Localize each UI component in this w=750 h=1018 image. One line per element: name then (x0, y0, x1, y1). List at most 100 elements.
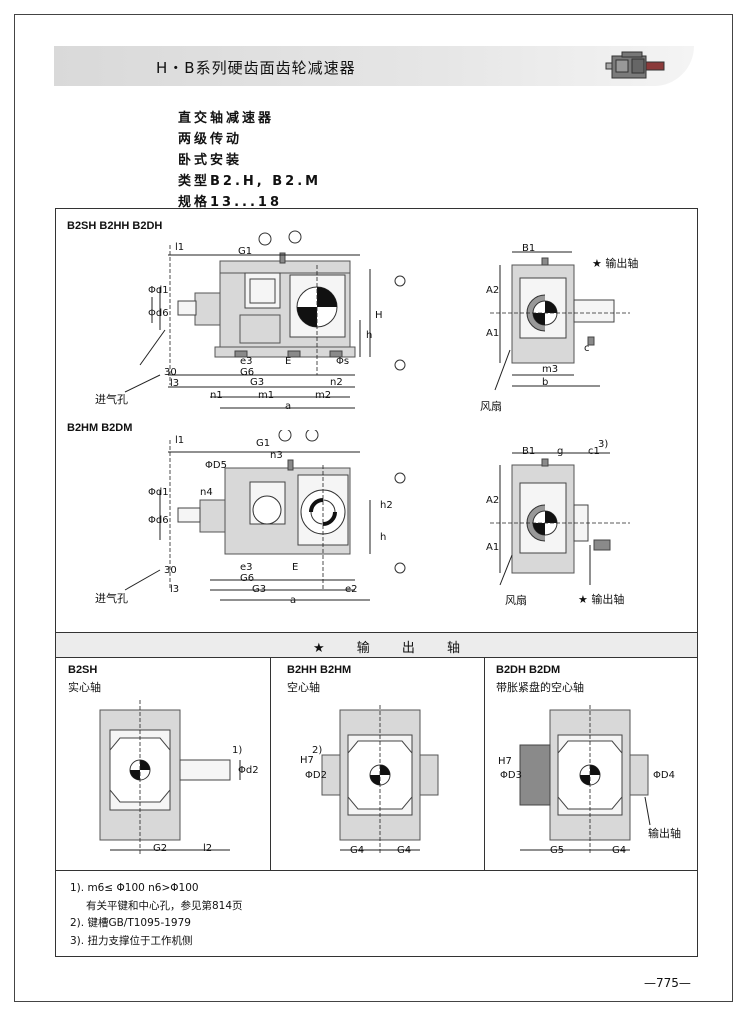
section-label-top: B2SH B2HH B2DH (67, 220, 163, 232)
dim-E-mid: E (292, 562, 299, 573)
output-solid-shaft-drawing (99, 700, 241, 855)
intro-block: 直交轴减速器 两级传动 卧式安装 类型B2.H, B2.M 规格13...18 (178, 108, 321, 213)
dim-D2: ΦD2 (305, 770, 327, 781)
dim-G3-mid: G3 (252, 584, 267, 595)
dim-G5: G5 (550, 845, 565, 856)
output-col3-label: B2DH B2DM (496, 664, 561, 676)
dim-c-top: c (584, 343, 590, 354)
dim-l1-top: l1 (175, 242, 185, 253)
output-divider-top (56, 632, 697, 633)
dim-d6-top: Φd6 (148, 308, 169, 319)
intro-line-size: 规格13...18 (178, 195, 282, 210)
dim-E-top: E (285, 356, 292, 367)
dim-m1-top: m1 (258, 390, 275, 401)
output-shaft-label-col3: 输出轴 (648, 827, 681, 840)
notes-block: 1). m6≤ Φ100 n6>Φ100 有关平键和中心孔，参见第814页 2)… (70, 880, 243, 950)
dim-d2: Φd2 (238, 765, 259, 776)
dim-B1-mid: B1 (522, 446, 536, 457)
output-col-divider-2 (484, 657, 485, 870)
dim-c1-mid: c1 (588, 446, 600, 457)
fan-label-top: 风扇 (480, 400, 502, 413)
page-title: H・B系列硬齿面齿轮减速器 (156, 59, 356, 77)
dim-h2-mid: h2 (380, 500, 393, 511)
dim-e3-top: e3 (240, 356, 253, 367)
dim-A1-top: A1 (486, 328, 500, 339)
dim-A2-mid: A2 (486, 495, 500, 506)
output-section-bar (56, 633, 697, 657)
dim-n4-mid: n4 (200, 487, 213, 498)
drawing-frame (55, 208, 698, 957)
dim-s-top: Φs (336, 356, 350, 367)
dim-G4-left: G4 (350, 845, 365, 856)
output-col3-sub: 带胀紧盘的空心轴 (496, 681, 584, 694)
dim-h-mid: h (380, 532, 387, 543)
dim-H-top: H (375, 310, 383, 321)
dim-G3-top: G3 (250, 377, 265, 388)
dim-m3-top: m3 (542, 364, 559, 375)
header-band (54, 46, 694, 86)
dim-H7-col3: H7 (498, 756, 512, 767)
notes-divider (56, 870, 697, 871)
dim-sup1-out: 1) (232, 745, 243, 756)
dim-l3-top: l3 (170, 378, 180, 389)
dim-n1-top: n1 (210, 390, 223, 401)
note-2: 2). 键槽GB/T1095-1979 (70, 917, 191, 929)
dim-G6-mid: G6 (240, 573, 255, 584)
dim-A2-top: A2 (486, 285, 500, 296)
dim-l2: l2 (203, 843, 213, 854)
dim-A1-mid: A1 (486, 542, 500, 553)
note-1: 1). m6≤ Φ100 n6>Φ100 (70, 882, 199, 894)
mid-side-view-drawing (490, 452, 630, 586)
intro-line-type: 直交轴减速器 (178, 111, 275, 126)
intro-line-mount: 卧式安装 (178, 153, 243, 168)
dim-B1-top: B1 (522, 243, 536, 254)
dim-G2: G2 (153, 843, 168, 854)
output-section-title: ★ 输 出 轴 (313, 641, 475, 656)
dim-30-top: 30 (164, 367, 177, 378)
dim-m2-top: m2 (315, 390, 332, 401)
dim-G4-right: G4 (397, 845, 412, 856)
dim-b-top: b (542, 377, 549, 388)
dim-sup2: 2) (312, 745, 323, 756)
dim-D5-mid: ΦD5 (205, 460, 227, 471)
output-col2-sub: 空心轴 (287, 681, 320, 694)
dim-e2-mid: e2 (345, 584, 358, 595)
dim-l3-mid: l3 (170, 584, 180, 595)
dim-d1-top: Φd1 (148, 285, 169, 296)
dim-30-mid: 30 (164, 565, 177, 576)
dim-D4: ΦD4 (653, 770, 675, 781)
gear-reducer-thumbnail-icon (605, 51, 665, 79)
output-divider-bottom (56, 657, 697, 658)
air-hole-label-mid: 进气孔 (95, 592, 128, 605)
top-side-view-drawing (490, 251, 630, 391)
output-col1-sub: 实心轴 (68, 681, 101, 694)
dim-d6-mid: Φd6 (148, 515, 169, 526)
intro-line-model: 类型B2.H, B2.M (178, 174, 322, 189)
dim-g-mid: g (557, 446, 564, 457)
dim-G1-top: G1 (238, 246, 253, 257)
output-shrink-disc-drawing (519, 705, 651, 855)
dim-G1-mid: G1 (256, 438, 271, 449)
dim-H7-col2: H7 (300, 755, 314, 766)
dim-d1-mid: Φd1 (148, 487, 169, 498)
output-shaft-note-top: ★ 输出轴 (592, 257, 639, 270)
note-3: 3). 扭力支撑位于工作机侧 (70, 934, 193, 947)
dim-h-top: h (366, 330, 373, 341)
page-border (14, 14, 733, 1002)
top-front-view-drawing (124, 230, 406, 409)
dim-sup3-mid: 3) (598, 439, 609, 450)
note-1b: 有关平键和中心孔，参见第814页 (86, 899, 243, 912)
output-shaft-note-mid: ★ 输出轴 (578, 593, 625, 606)
output-hollow-shaft-drawing (321, 705, 439, 855)
dim-G6-top: G6 (240, 367, 255, 378)
dim-G4-col3: G4 (612, 845, 627, 856)
intro-line-stage: 两级传动 (178, 132, 243, 147)
output-col1-label: B2SH (68, 664, 98, 676)
fan-label-mid: 风扇 (505, 594, 527, 607)
dim-n3-mid: n3 (270, 450, 283, 461)
section-label-mid: B2HM B2DM (67, 422, 133, 434)
mid-front-view-drawing (124, 430, 406, 601)
dim-a-mid: a (290, 595, 297, 606)
air-hole-label-top: 进气孔 (95, 393, 128, 406)
output-col2-label: B2HH B2HM (287, 664, 352, 676)
